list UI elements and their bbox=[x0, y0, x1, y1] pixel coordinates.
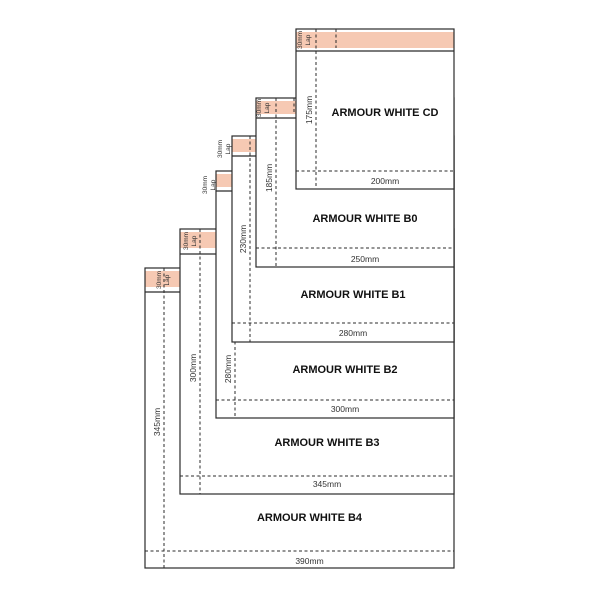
height-label: 345mm bbox=[152, 408, 162, 436]
lap-word-label: Lap bbox=[225, 143, 232, 154]
lap-word-label: Lap bbox=[210, 179, 217, 190]
envelope-title: ARMOUR WHITE B0 bbox=[312, 213, 417, 225]
envelope-title: ARMOUR WHITE CD bbox=[332, 107, 439, 119]
envelope-title: ARMOUR WHITE B4 bbox=[257, 512, 363, 524]
lap-size-label: 30mm bbox=[217, 140, 224, 158]
lap-size-label: 30mm bbox=[202, 176, 209, 194]
width-label: 250mm bbox=[351, 254, 379, 264]
height-label: 300mm bbox=[188, 354, 198, 382]
height-label: 175mm bbox=[304, 96, 314, 124]
envelope-title: ARMOUR WHITE B2 bbox=[292, 364, 397, 376]
height-label: 230mm bbox=[238, 225, 248, 253]
height-label: 185mm bbox=[264, 164, 274, 192]
lap-size-label: 30mm bbox=[297, 31, 304, 49]
lap-word-label: Lap bbox=[264, 102, 271, 113]
width-label: 390mm bbox=[295, 556, 323, 566]
lap-word-label: Lap bbox=[191, 235, 198, 246]
width-label: 200mm bbox=[371, 176, 399, 186]
width-label: 300mm bbox=[331, 404, 359, 414]
lap-strip bbox=[296, 32, 454, 48]
envelope-title: ARMOUR WHITE B1 bbox=[300, 289, 405, 301]
width-label: 345mm bbox=[313, 479, 341, 489]
height-label: 280mm bbox=[223, 355, 233, 383]
width-label: 280mm bbox=[339, 328, 367, 338]
lap-size-label: 30mm bbox=[183, 232, 190, 250]
envelope-outline bbox=[295, 28, 455, 190]
lap-word-label: Lap bbox=[164, 274, 171, 285]
lap-size-label: 30mm bbox=[156, 271, 163, 289]
envelope-title: ARMOUR WHITE B3 bbox=[274, 437, 379, 449]
lap-word-label: Lap bbox=[305, 34, 312, 45]
lap-size-label: 30mm bbox=[256, 99, 263, 117]
envelope-background bbox=[296, 29, 454, 189]
